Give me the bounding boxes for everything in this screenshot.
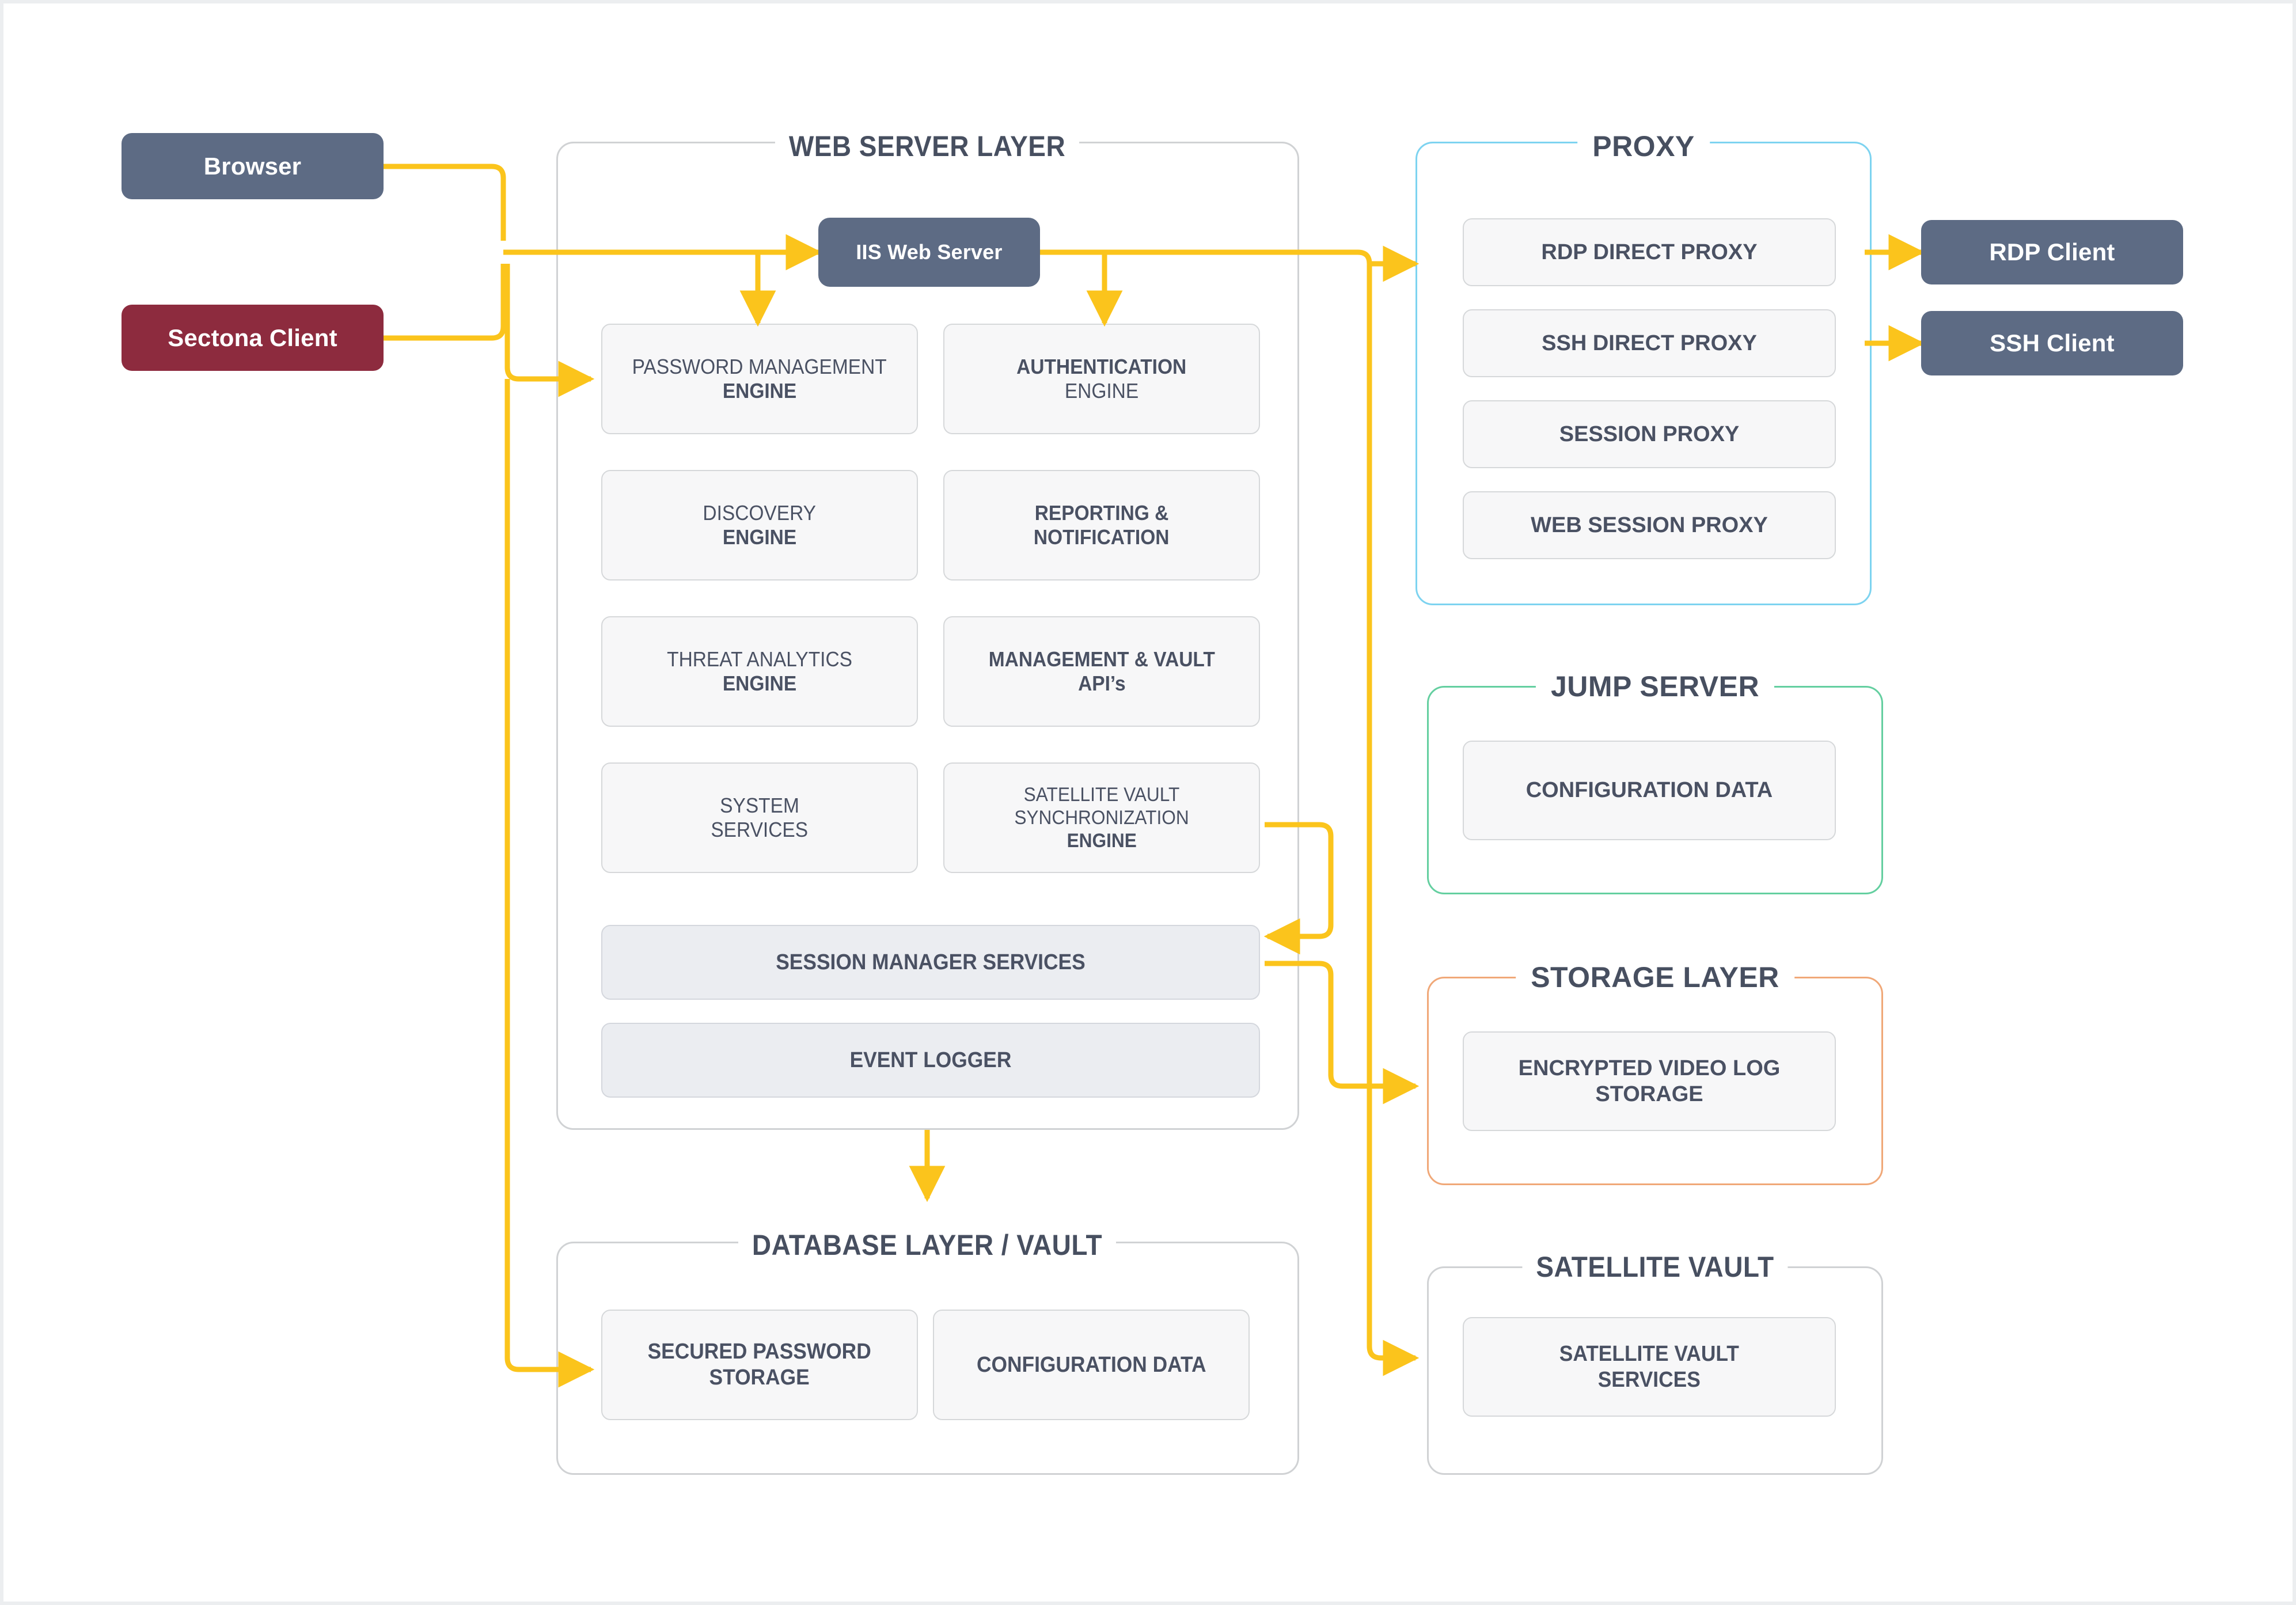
- web-server-layer-title: WEB SERVER LAYER: [775, 130, 1080, 163]
- ssh-client-label: SSH Client: [1990, 329, 2115, 356]
- iis-web-server-node[interactable]: IIS Web Server: [818, 218, 1040, 287]
- card-line2: ENGINE: [722, 525, 797, 549]
- storage-layer-title: STORAGE LAYER: [1516, 961, 1794, 994]
- sectona-client-label: Sectona Client: [168, 324, 337, 351]
- satellite-vault-title: SATELLITE VAULT: [1522, 1250, 1788, 1284]
- card-line2: NOTIFICATION: [1034, 525, 1170, 549]
- card-line2: STORAGE: [1595, 1082, 1703, 1106]
- card-database-configuration-data[interactable]: CONFIGURATION DATA: [933, 1310, 1250, 1420]
- card-password-management-engine[interactable]: PASSWORD MANAGEMENT ENGINE: [601, 324, 918, 434]
- card-line1: SATELLITE VAULT SYNCHRONIZATION: [1014, 783, 1189, 829]
- database-layer-title: DATABASE LAYER / VAULT: [738, 1228, 1116, 1262]
- card-line1: SYSTEM: [720, 793, 799, 817]
- browser-node[interactable]: Browser: [122, 133, 384, 199]
- iis-web-server-label: IIS Web Server: [856, 240, 1003, 264]
- card-line1: SATELLITE VAULT: [1559, 1341, 1740, 1366]
- proxy-title: PROXY: [1577, 130, 1710, 163]
- card-line2: ENGINE: [722, 671, 797, 695]
- card-line2: SERVICES: [711, 818, 809, 841]
- browser-label: Browser: [203, 152, 302, 180]
- card-line1: PASSWORD MANAGEMENT: [632, 354, 887, 378]
- card-management-vault-apis[interactable]: MANAGEMENT & VAULT API’s: [943, 616, 1260, 727]
- card-reporting-notification[interactable]: REPORTING & NOTIFICATION: [943, 470, 1260, 580]
- card-session-manager-services[interactable]: SESSION MANAGER SERVICES: [601, 925, 1260, 1000]
- card-label: SESSION MANAGER SERVICES: [776, 950, 1086, 974]
- card-line1: REPORTING &: [1034, 500, 1169, 525]
- card-line2: ENGINE: [1064, 379, 1139, 403]
- ssh-client-node[interactable]: SSH Client: [1921, 311, 2183, 375]
- card-label: SSH DIRECT PROXY: [1542, 331, 1757, 355]
- card-secured-password-storage[interactable]: SECURED PASSWORD STORAGE: [601, 1310, 918, 1420]
- sectona-client-node[interactable]: Sectona Client: [122, 305, 384, 371]
- jump-server-title: JUMP SERVER: [1535, 670, 1775, 703]
- card-line1: SECURED PASSWORD: [647, 1340, 872, 1364]
- rdp-client-node[interactable]: RDP Client: [1921, 220, 2183, 284]
- card-line1: MANAGEMENT & VAULT: [988, 647, 1215, 671]
- card-jump-server-configuration-data[interactable]: CONFIGURATION DATA: [1463, 741, 1836, 840]
- card-line2: ENGINE: [722, 379, 797, 403]
- card-threat-analytics-engine[interactable]: THREAT ANALYTICS ENGINE: [601, 616, 918, 727]
- card-line2: ENGINE: [1067, 830, 1137, 852]
- card-ssh-direct-proxy[interactable]: SSH DIRECT PROXY: [1463, 309, 1836, 377]
- card-satellite-vault-services[interactable]: SATELLITE VAULT SERVICES: [1463, 1317, 1836, 1417]
- card-web-session-proxy[interactable]: WEB SESSION PROXY: [1463, 491, 1836, 559]
- wire-trunk-to-satellite-vault: [1367, 264, 1420, 1376]
- card-encrypted-video-log-storage[interactable]: ENCRYPTED VIDEO LOG STORAGE: [1463, 1031, 1836, 1131]
- card-label: CONFIGURATION DATA: [976, 1352, 1206, 1377]
- card-line1: DISCOVERY: [703, 500, 817, 525]
- card-label: SESSION PROXY: [1559, 422, 1740, 446]
- card-system-services[interactable]: SYSTEM SERVICES: [601, 762, 918, 873]
- card-discovery-engine[interactable]: DISCOVERY ENGINE: [601, 470, 918, 580]
- card-line2: SERVICES: [1597, 1367, 1701, 1392]
- card-label: CONFIGURATION DATA: [1525, 778, 1773, 803]
- wire-sectona-to-iis: [384, 264, 506, 341]
- card-line2: STORAGE: [709, 1365, 810, 1390]
- rdp-client-label: RDP Client: [1989, 238, 2115, 265]
- card-satellite-vault-sync-engine[interactable]: SATELLITE VAULT SYNCHRONIZATION ENGINE: [943, 762, 1260, 873]
- card-event-logger[interactable]: EVENT LOGGER: [601, 1023, 1260, 1098]
- card-label: EVENT LOGGER: [849, 1048, 1012, 1072]
- card-authentication-engine[interactable]: AUTHENTICATION ENGINE: [943, 324, 1260, 434]
- card-label: WEB SESSION PROXY: [1531, 513, 1768, 537]
- card-session-proxy[interactable]: SESSION PROXY: [1463, 400, 1836, 468]
- card-line1: AUTHENTICATION: [1016, 354, 1187, 378]
- card-line1: THREAT ANALYTICS: [667, 647, 852, 671]
- card-rdp-direct-proxy[interactable]: RDP DIRECT PROXY: [1463, 218, 1836, 286]
- card-label: RDP DIRECT PROXY: [1541, 240, 1758, 264]
- wire-browser-to-iis: [384, 164, 506, 241]
- card-line1: ENCRYPTED VIDEO LOG: [1518, 1056, 1781, 1080]
- card-line2: API’s: [1077, 671, 1126, 695]
